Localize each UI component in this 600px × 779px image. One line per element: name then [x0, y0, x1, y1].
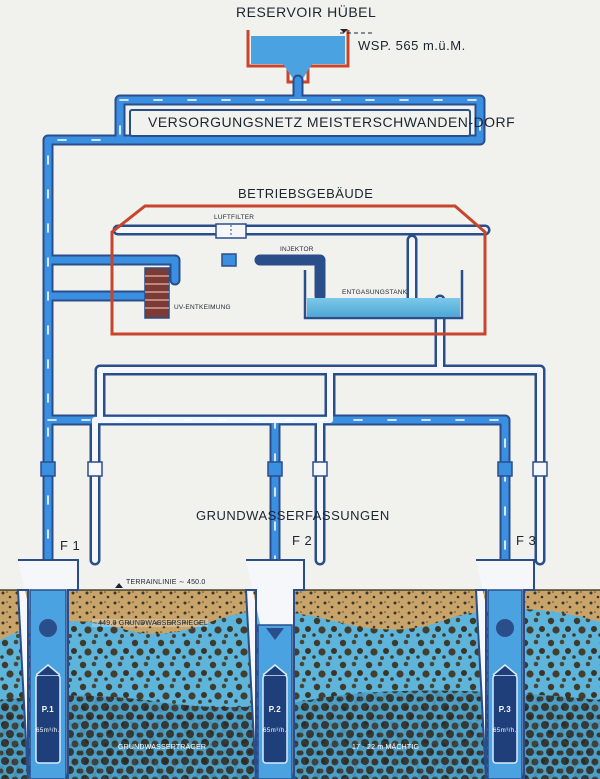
pump-p2-flow: 65m³/h. — [263, 728, 287, 734]
groundwater-level-label: ∼449.0 GRUNDWASSERSPIEGEL — [92, 619, 209, 627]
injector-icon — [221, 253, 237, 267]
valve-icon — [497, 461, 513, 477]
terrain-marker-icon — [115, 583, 123, 588]
degassing-tank-label: ENTGASUNGSTANK — [342, 289, 408, 296]
reservoir-level-label: WSP. 565 m.ü.M. — [358, 38, 466, 53]
pump-valve-icon — [266, 628, 284, 640]
well-f1-label: F 1 — [60, 538, 81, 553]
pump-valve-icon — [39, 619, 57, 637]
pump-valve-icon — [496, 619, 514, 637]
valve-icon — [267, 461, 283, 477]
pump-p1-label: P.1 — [41, 705, 55, 714]
valve-icon — [312, 461, 328, 477]
well-f3 — [474, 559, 535, 779]
terrain-line-label: TERRAINLINIE ∼ 450.0 — [126, 579, 206, 586]
network-label-box — [129, 109, 471, 137]
valve-icon — [532, 461, 548, 477]
uv-label: UV-ENTKEIMUNG — [174, 304, 231, 311]
pipe-network — [42, 74, 546, 566]
air-filter-label: LUFTFILTER — [214, 214, 255, 221]
network-label: VERSORGUNGSNETZ MEISTERSCHWANDEN-DORF — [148, 114, 516, 130]
well-f2-label: F 2 — [292, 533, 313, 548]
reservoir-title: RESERVOIR HÜBEL — [236, 4, 377, 20]
pump-p1-flow: 65m³/h. — [36, 728, 60, 734]
aquifer-label: GRUNDWASSERTRÄGER — [118, 744, 207, 751]
injector-label: INJEKTOR — [280, 246, 314, 253]
degassing-tank — [303, 270, 464, 320]
aquifer-lower — [0, 690, 600, 779]
well-f3-label: F 3 — [516, 533, 537, 548]
thickness-label: 17 - 22 m MÄCHTIG — [352, 744, 420, 751]
operations-building — [110, 204, 487, 336]
groundwater-title: GRUNDWASSERFASSUNGEN — [196, 508, 390, 523]
valves — [40, 461, 548, 477]
valve-icon — [87, 461, 103, 477]
pump-p1-icon — [35, 674, 61, 764]
pump-p3-label: P.3 — [498, 705, 512, 714]
pump-p2-icon — [262, 674, 288, 764]
well-f2 — [244, 559, 305, 779]
pump-p2-label: P.2 — [268, 705, 282, 714]
valve-icon — [40, 461, 56, 477]
pump-p3-flow: 65m³/h. — [493, 728, 517, 734]
reservoir — [246, 29, 372, 84]
building-label: BETRIEBSGEBÄUDE — [238, 186, 374, 201]
water-level-icon — [340, 29, 348, 33]
pump-p3-icon — [492, 674, 518, 764]
well-f1 — [16, 559, 79, 779]
